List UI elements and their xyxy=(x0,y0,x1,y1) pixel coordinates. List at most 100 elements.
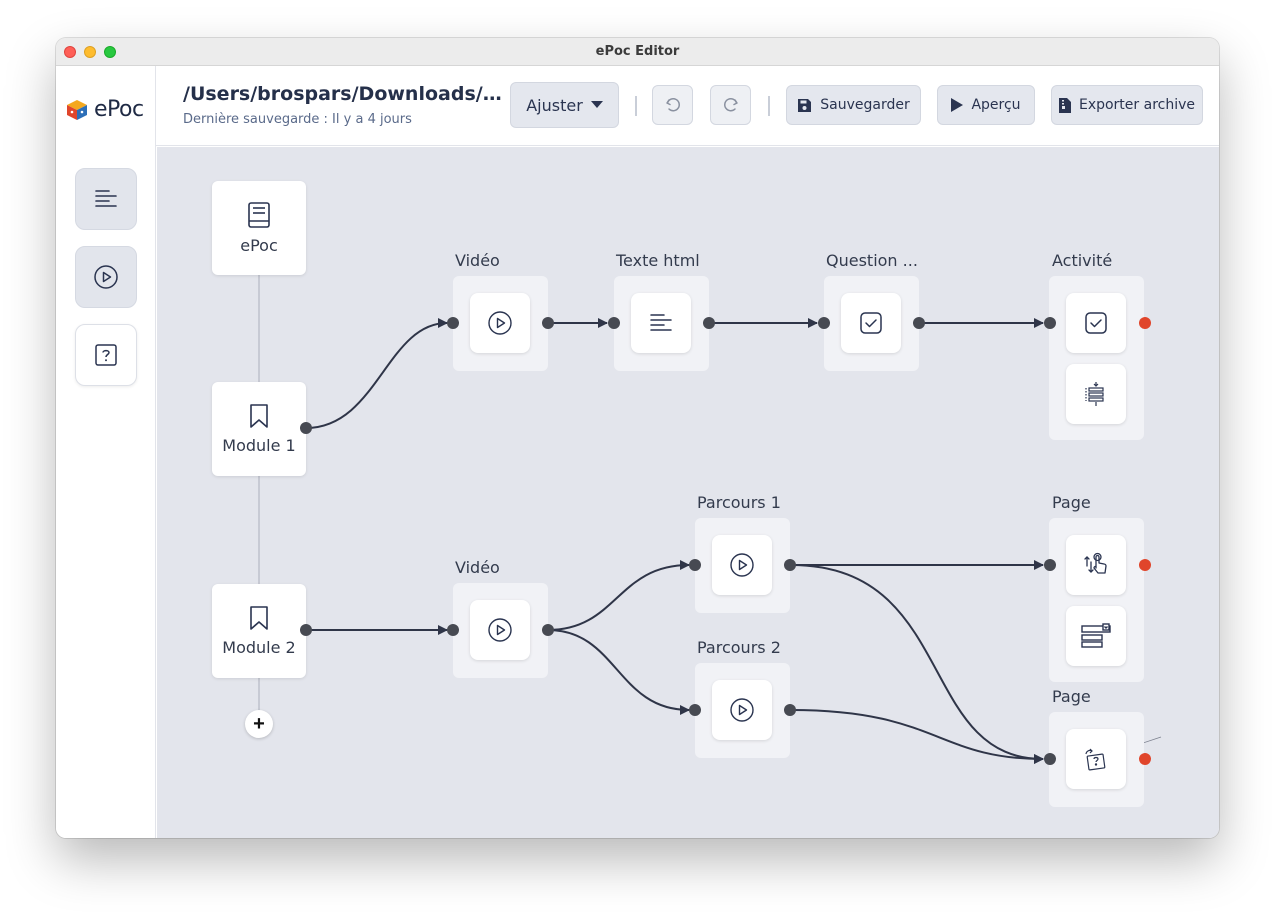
output-handle[interactable] xyxy=(300,624,312,636)
module-node-label: Module 2 xyxy=(222,637,296,657)
chapter-node[interactable] xyxy=(453,583,548,678)
content-card[interactable] xyxy=(631,293,691,353)
export-archive-button[interactable]: Exporter archive xyxy=(1051,85,1203,125)
play-icon xyxy=(951,98,964,112)
dropdown-list-icon xyxy=(1081,623,1111,648)
chapter-node[interactable] xyxy=(824,276,919,371)
chapter-label: Page xyxy=(1052,493,1091,512)
window-controls xyxy=(64,46,116,58)
content-card[interactable] xyxy=(1066,729,1126,789)
input-handle[interactable] xyxy=(1044,753,1056,765)
chapter-node[interactable] xyxy=(453,276,548,371)
redo-icon xyxy=(723,98,738,112)
input-handle[interactable] xyxy=(447,317,459,329)
top-bar: /Users/brospars/Downloads/dem... Dernièr… xyxy=(156,66,1219,146)
close-window-button[interactable] xyxy=(64,46,76,58)
content-card[interactable] xyxy=(470,600,530,660)
app-window: ePoc Editor ePoc xyxy=(56,38,1219,838)
chapter-label: Parcours 1 xyxy=(697,493,781,512)
output-handle[interactable] xyxy=(703,317,715,329)
content-card[interactable] xyxy=(1066,293,1126,353)
chapter-node[interactable] xyxy=(614,276,709,371)
root-node[interactable]: ePoc xyxy=(212,181,306,275)
redo-button[interactable] xyxy=(710,85,751,125)
chapter-node[interactable] xyxy=(1049,276,1144,440)
content-card[interactable] xyxy=(1066,606,1126,666)
module-node[interactable]: Module 1 xyxy=(212,382,306,476)
output-handle[interactable] xyxy=(542,624,554,636)
minimize-window-button[interactable] xyxy=(84,46,96,58)
preview-button[interactable]: Aperçu xyxy=(937,85,1035,125)
content-card[interactable] xyxy=(470,293,530,353)
last-save-info: Dernière sauvegarde : Il y a 4 jours xyxy=(183,112,412,127)
chapter-label: Vidéo xyxy=(455,251,500,270)
content-card[interactable] xyxy=(841,293,901,353)
input-handle[interactable] xyxy=(1044,317,1056,329)
output-handle[interactable] xyxy=(542,317,554,329)
input-handle[interactable] xyxy=(447,624,459,636)
output-handle[interactable] xyxy=(784,704,796,716)
content-card[interactable] xyxy=(712,535,772,595)
chapter-label: Vidéo xyxy=(455,558,500,577)
reorder-list-icon xyxy=(1085,382,1104,406)
bookmark-icon xyxy=(250,403,268,428)
chapter-node[interactable] xyxy=(1049,712,1144,807)
sidebar: ePoc xyxy=(56,66,156,838)
file-archive-icon xyxy=(1058,97,1071,113)
text-lines-icon xyxy=(95,190,117,207)
output-handle[interactable] xyxy=(300,422,312,434)
play-circle-icon xyxy=(488,311,512,335)
window-title: ePoc Editor xyxy=(595,44,680,59)
save-label: Sauvegarder xyxy=(820,97,910,113)
title-bar: ePoc Editor xyxy=(56,38,1219,66)
sidebar-item-video[interactable] xyxy=(75,246,137,308)
checkbox-icon xyxy=(860,312,882,334)
sidebar-item-question[interactable] xyxy=(75,324,137,386)
toolbar-divider xyxy=(635,96,637,116)
end-handle[interactable] xyxy=(1139,317,1151,329)
input-handle[interactable] xyxy=(818,317,830,329)
fit-view-label: Ajuster xyxy=(526,95,583,115)
save-button[interactable]: Sauvegarder xyxy=(786,85,921,125)
fit-view-button[interactable]: Ajuster xyxy=(510,82,619,128)
chapter-label: Activité xyxy=(1052,251,1113,270)
play-circle-icon xyxy=(94,265,118,289)
graph-canvas[interactable]: ePoc Module 1 Module 2 + Vidéo Tex xyxy=(157,147,1219,838)
preview-label: Aperçu xyxy=(971,97,1021,113)
floppy-disk-icon xyxy=(798,98,812,112)
content-card[interactable] xyxy=(1066,364,1126,424)
maximize-window-button[interactable] xyxy=(104,46,116,58)
checkbox-icon xyxy=(1085,312,1107,334)
content-card[interactable] xyxy=(1066,535,1126,595)
toolbar-divider xyxy=(768,96,770,116)
chapter-label: Question ... xyxy=(826,251,918,270)
chapter-node[interactable] xyxy=(695,518,790,613)
content-card[interactable] xyxy=(712,680,772,740)
add-module-button[interactable]: + xyxy=(245,710,273,738)
chapter-node[interactable] xyxy=(695,663,790,758)
epoc-cube-logo-icon xyxy=(67,99,87,120)
caret-down-icon xyxy=(590,101,603,108)
book-icon xyxy=(248,201,270,228)
flip-card-question-icon xyxy=(1085,748,1106,771)
sidebar-item-text[interactable] xyxy=(75,168,137,230)
chapter-label: Parcours 2 xyxy=(697,638,781,657)
logo-text: ePoc xyxy=(94,97,144,122)
end-handle[interactable] xyxy=(1139,559,1151,571)
undo-button[interactable] xyxy=(652,85,693,125)
chapter-label: Page xyxy=(1052,687,1091,706)
input-handle[interactable] xyxy=(608,317,620,329)
end-handle[interactable] xyxy=(1139,753,1151,765)
text-lines-icon xyxy=(650,314,672,331)
input-handle[interactable] xyxy=(689,704,701,716)
output-handle[interactable] xyxy=(913,317,925,329)
input-handle[interactable] xyxy=(1044,559,1056,571)
play-circle-icon xyxy=(730,553,754,577)
chapter-node[interactable] xyxy=(1049,518,1144,682)
input-handle[interactable] xyxy=(689,559,701,571)
module-node[interactable]: Module 2 xyxy=(212,584,306,678)
undo-icon xyxy=(665,98,680,112)
output-handle[interactable] xyxy=(784,559,796,571)
app-logo: ePoc xyxy=(66,97,144,122)
question-box-icon xyxy=(95,344,117,366)
